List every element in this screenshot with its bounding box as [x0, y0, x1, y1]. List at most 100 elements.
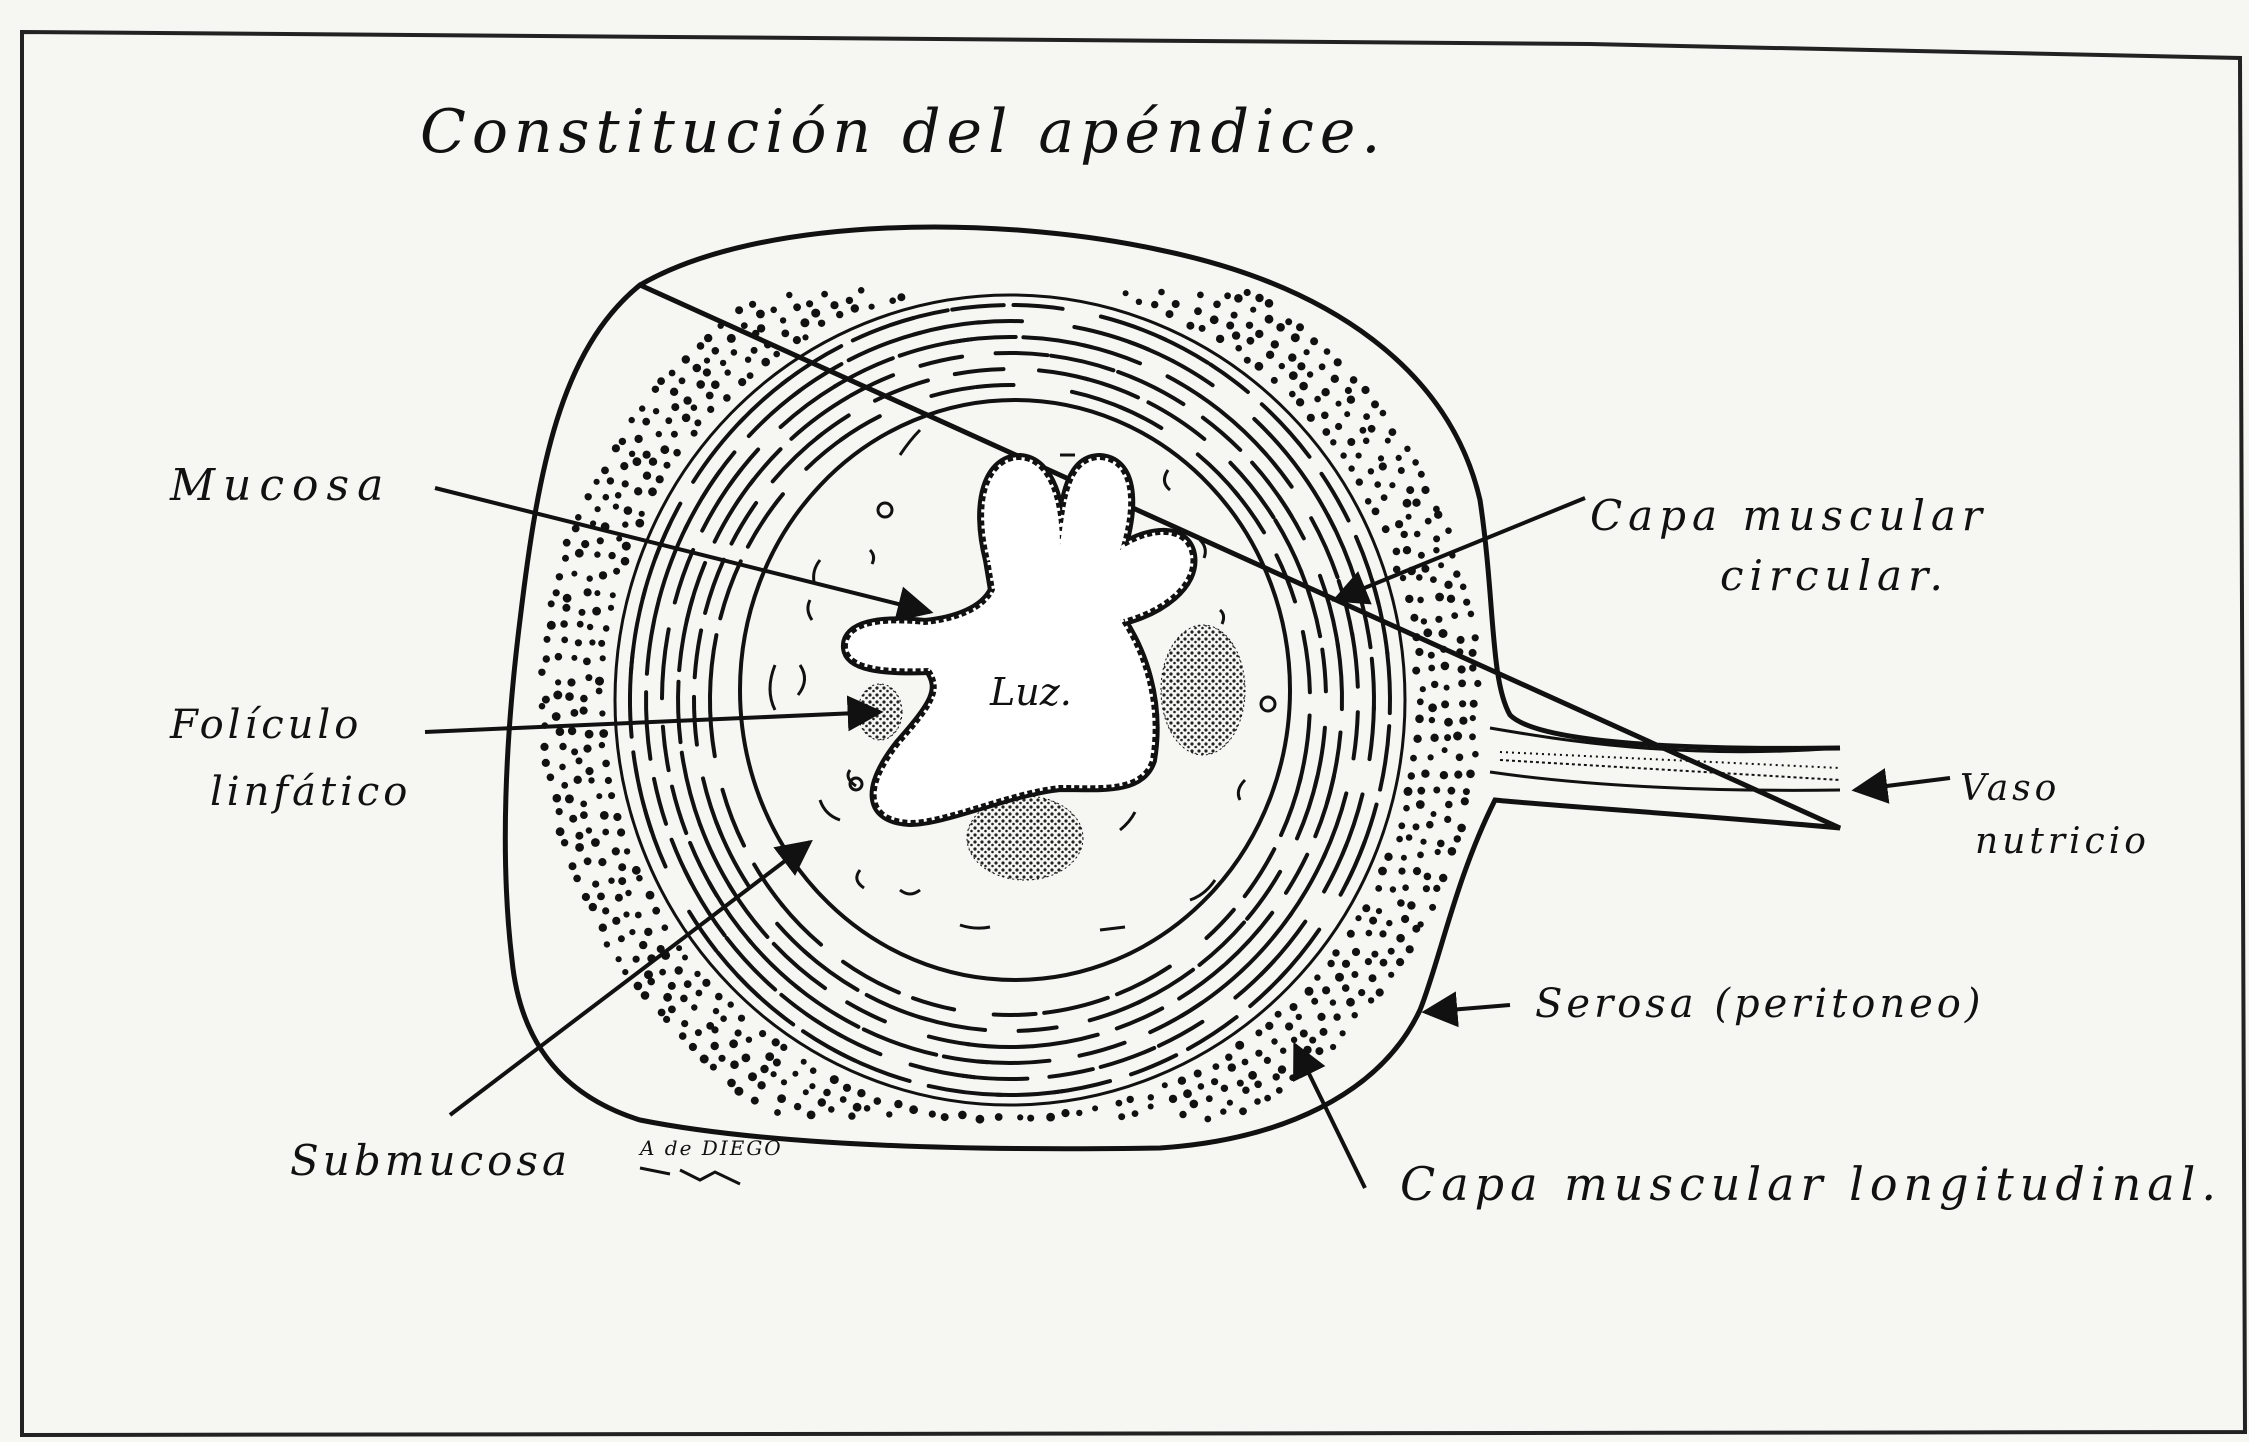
muscle-dot [595, 506, 601, 512]
muscle-dot [1278, 1065, 1286, 1073]
muscle-dot [1404, 787, 1413, 796]
muscle-dot [585, 767, 593, 775]
circular-muscle-stroke [781, 995, 841, 1036]
muscle-dot [602, 829, 609, 836]
muscle-dot [585, 493, 592, 500]
muscle-dot [548, 600, 555, 607]
muscle-dot [1255, 1050, 1262, 1057]
muscle-dot [1435, 849, 1441, 855]
muscle-dot [1430, 576, 1437, 583]
muscle-dot [1279, 363, 1285, 369]
muscle-dot [598, 858, 606, 866]
circular-muscle-stroke [1262, 404, 1310, 457]
muscle-dot [1244, 357, 1251, 364]
muscle-dot [803, 1089, 809, 1095]
muscle-dot [1360, 427, 1367, 434]
muscle-dot [1186, 322, 1194, 330]
muscle-dot [1470, 700, 1478, 708]
muscle-dot [1206, 1095, 1213, 1102]
muscle-dot [1382, 525, 1390, 533]
muscle-dot [780, 1044, 787, 1051]
muscle-dot [643, 472, 651, 480]
muscle-dot [624, 506, 633, 515]
muscle-dot [1454, 771, 1462, 779]
muscle-dot [585, 730, 594, 739]
circular-muscle-stroke [1250, 972, 1286, 1006]
muscle-dot [1342, 984, 1350, 992]
svg-text:A de DIEGO: A de DIEGO [638, 1136, 783, 1160]
muscle-dot [858, 287, 865, 294]
circular-muscle-stroke [754, 865, 783, 907]
muscle-dot [1362, 904, 1370, 912]
circular-muscle-stroke [1338, 644, 1342, 709]
muscle-dot [682, 355, 690, 363]
muscle-dot [652, 907, 660, 915]
muscle-dot [679, 1032, 687, 1040]
muscle-dot [704, 334, 712, 342]
muscle-dot [1468, 611, 1475, 618]
muscle-dot [610, 592, 616, 598]
muscle-dot [1368, 468, 1374, 474]
muscle-dot [1396, 455, 1402, 461]
muscle-dot [1444, 685, 1450, 691]
muscle-dot [738, 378, 746, 386]
muscle-dot [1416, 574, 1423, 581]
muscle-dot [1178, 1077, 1186, 1085]
muscle-dot [591, 838, 600, 847]
muscle-dot [1456, 754, 1464, 762]
circular-muscle-stroke [1148, 402, 1204, 439]
muscle-dot [702, 979, 710, 987]
muscle-dot [1448, 847, 1457, 856]
muscle-dot [1276, 323, 1285, 332]
muscle-dot [1151, 301, 1158, 308]
muscle-dot [1433, 885, 1440, 892]
muscle-dot [1388, 948, 1395, 955]
muscle-dot [1158, 289, 1165, 296]
muscle-dot [556, 827, 565, 836]
muscle-dot [1393, 548, 1401, 556]
circular-muscle-stroke [720, 561, 740, 618]
circular-muscle-stroke [1354, 712, 1358, 758]
circular-muscle-stroke [1207, 910, 1234, 938]
serosa-pointer [1425, 1005, 1510, 1012]
muscle-dot [580, 801, 587, 808]
muscle-dot [577, 621, 584, 628]
muscle-dot [1389, 428, 1397, 436]
muscle-dot [612, 847, 620, 855]
muscle-dot [1418, 471, 1425, 478]
muscle-dot [1275, 1011, 1282, 1018]
muscle-dot [1414, 531, 1421, 538]
circular-muscle-stroke [675, 550, 693, 603]
circular-muscle-stroke [1300, 716, 1310, 783]
muscle-dot [741, 322, 748, 329]
muscle-dot [886, 1111, 892, 1117]
muscle-dot [1441, 700, 1449, 708]
muscle-dot [727, 334, 736, 343]
muscle-dot [562, 555, 569, 562]
circular-muscle-stroke [841, 416, 880, 440]
muscle-dot [1435, 616, 1442, 623]
muscle-dot [571, 748, 578, 755]
muscle-dot [1347, 438, 1355, 446]
muscle-dot [585, 674, 592, 681]
muscle-dot [1311, 998, 1318, 1005]
muscle-dot [642, 418, 650, 426]
muscle-dot [1418, 552, 1425, 559]
muscle-dot [1381, 494, 1388, 501]
circular-muscle-stroke [1220, 411, 1266, 455]
muscle-dot [1166, 310, 1174, 318]
muscle-dot [1226, 322, 1234, 330]
muscle-dot [1271, 340, 1279, 348]
muscle-dot [603, 625, 610, 632]
muscle-dot [668, 1006, 676, 1014]
muscle-dot [1416, 800, 1425, 809]
muscle-dot [635, 519, 644, 528]
muscle-dot [617, 828, 625, 836]
muscle-dot [1401, 855, 1407, 861]
muscle-dot [1428, 652, 1435, 659]
artist-signature: A de DIEGO [638, 1136, 783, 1184]
muscle-dot [561, 782, 568, 789]
circular-muscle-stroke [1247, 872, 1280, 919]
muscle-dot [584, 857, 592, 865]
muscle-dot [1347, 930, 1355, 938]
